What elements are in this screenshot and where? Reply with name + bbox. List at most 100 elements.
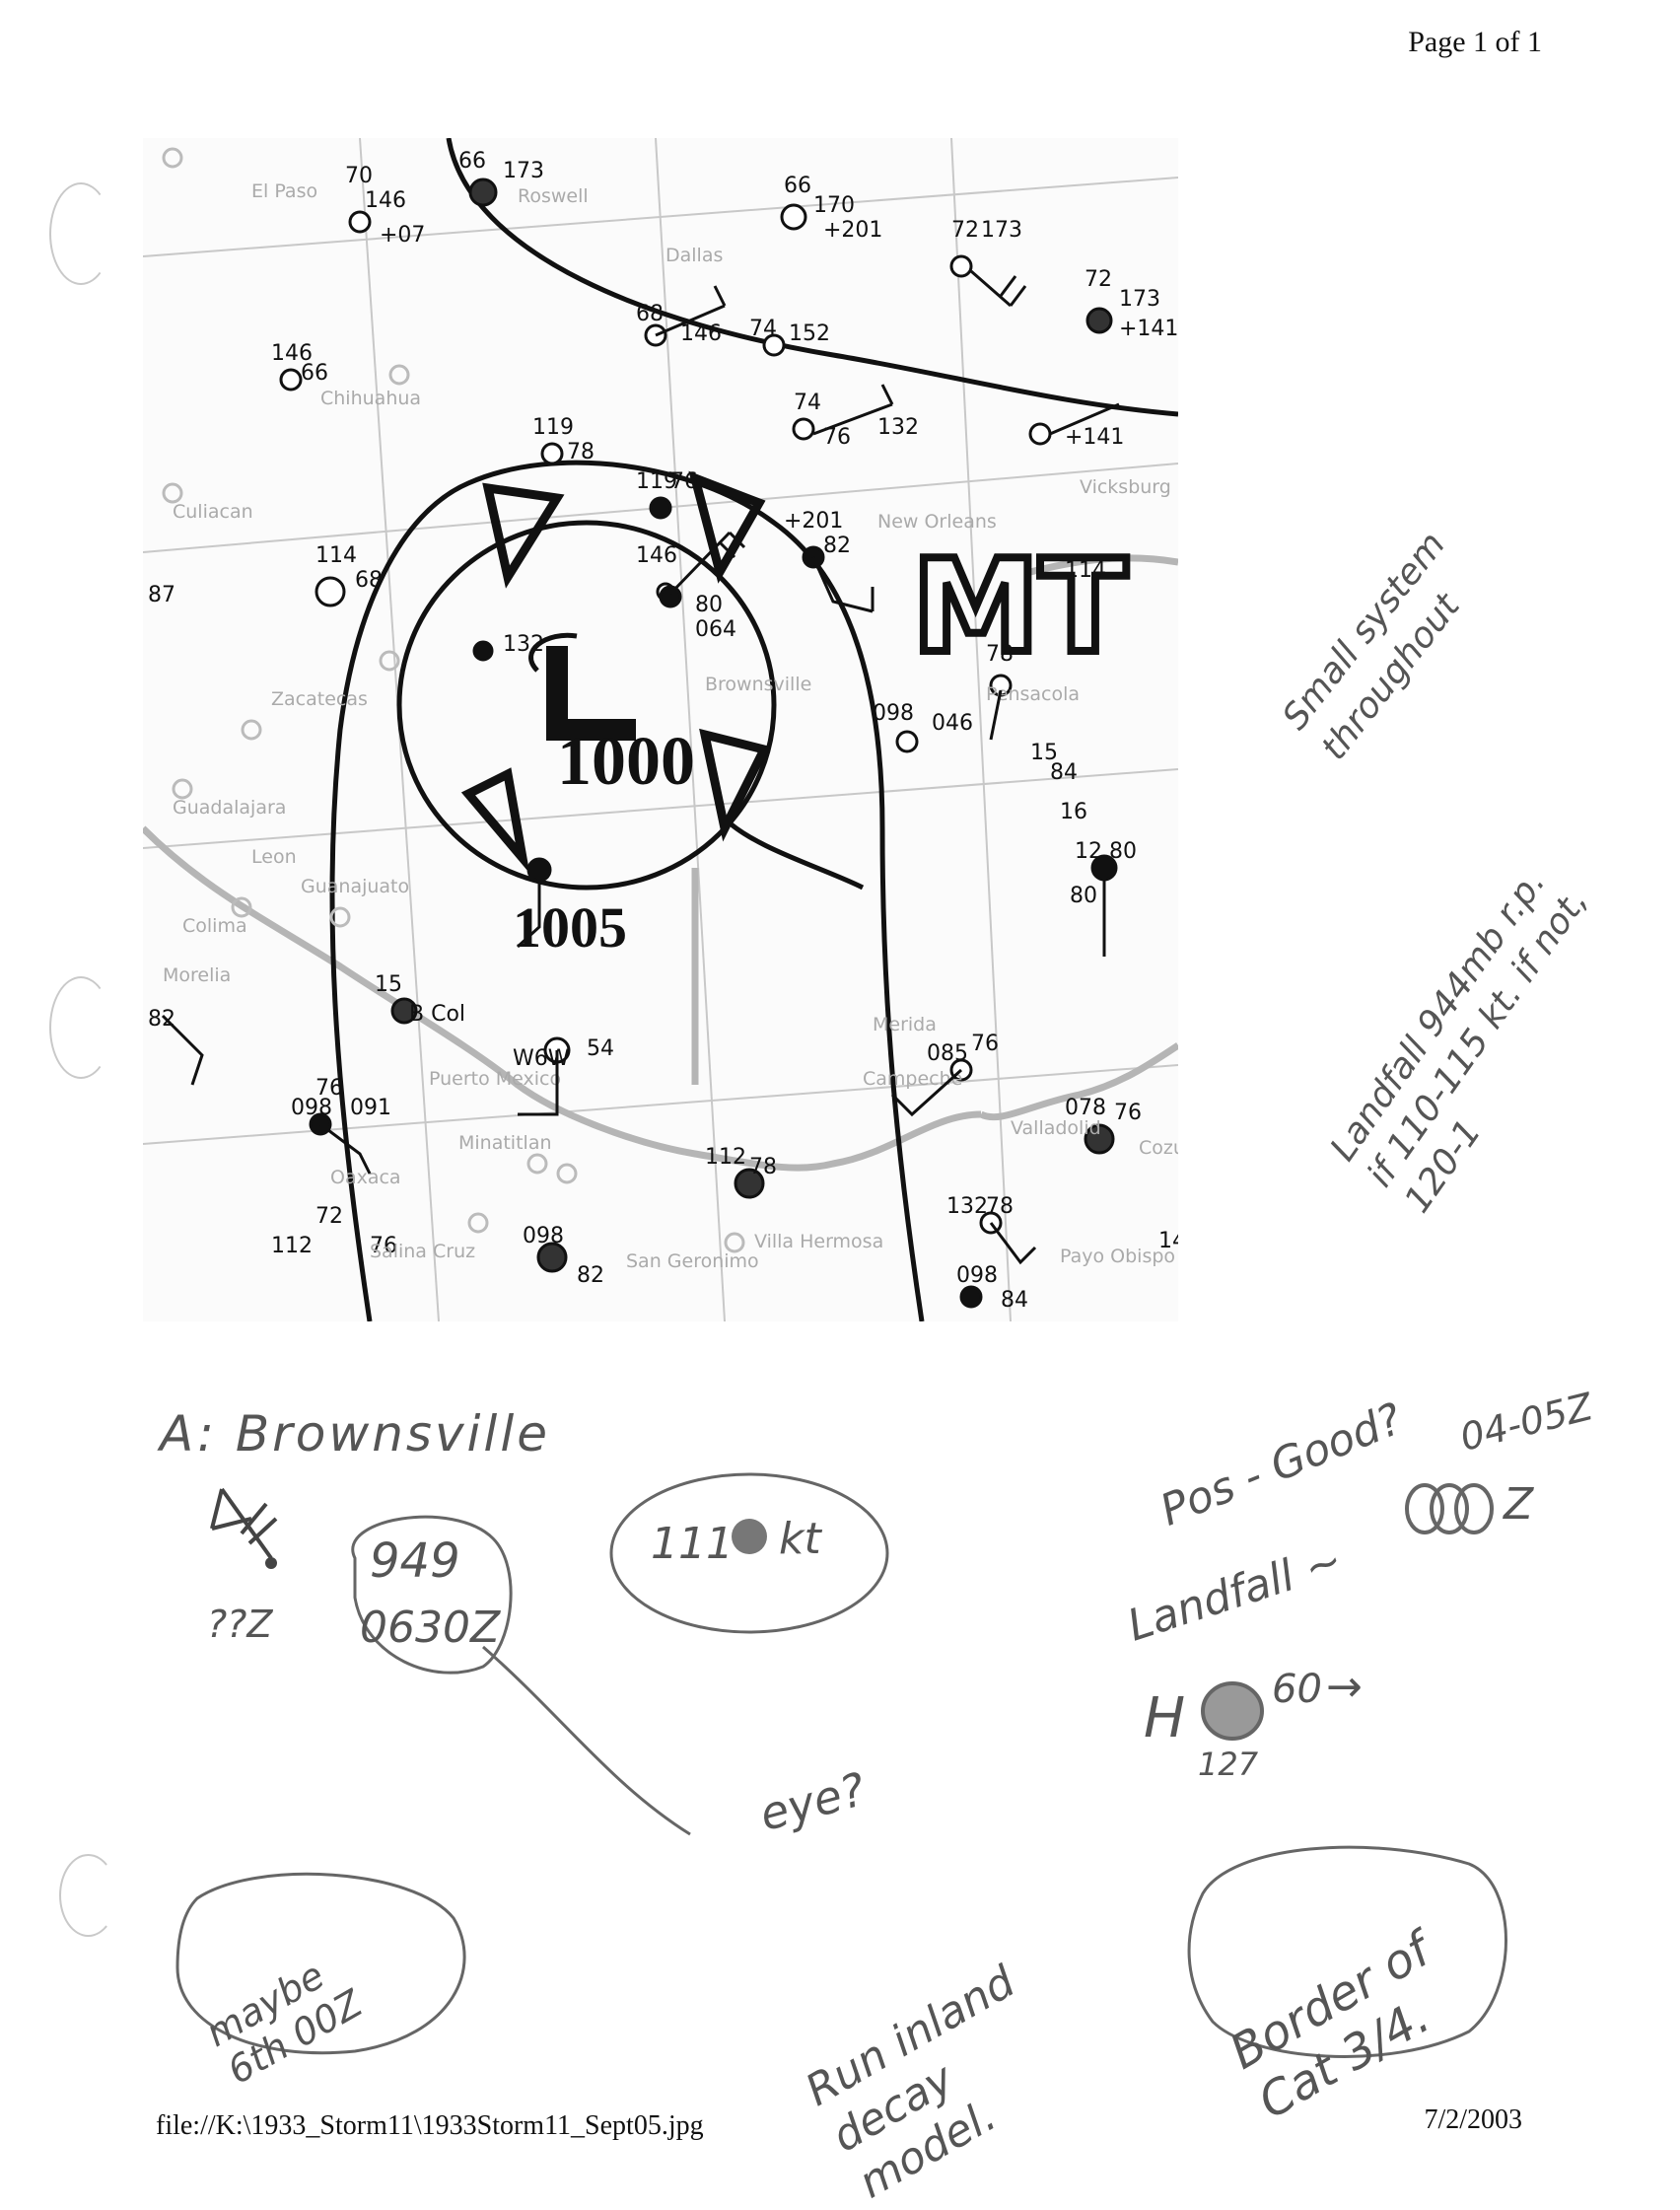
svg-text:+141: +141 bbox=[1065, 425, 1124, 450]
svg-text:80: 80 bbox=[1070, 884, 1097, 908]
low-pressure-center bbox=[528, 632, 636, 741]
note-landfall-unit: Z bbox=[1504, 1479, 1534, 1530]
punch-hole-bottom bbox=[59, 1854, 117, 1937]
note-h-sub: 127 bbox=[1198, 1746, 1259, 1783]
svg-text:70: 70 bbox=[345, 164, 373, 188]
punch-hole-top bbox=[49, 182, 112, 285]
note-brownsville: A: Brownsville bbox=[160, 1405, 550, 1462]
svg-text:78: 78 bbox=[986, 1194, 1014, 1219]
note-h-value: 60 bbox=[1272, 1667, 1322, 1712]
svg-text:Minatitlan: Minatitlan bbox=[458, 1132, 552, 1154]
svg-text:Dallas: Dallas bbox=[665, 245, 723, 266]
scribbled-h-value-icon bbox=[1201, 1681, 1264, 1741]
svg-text:114: 114 bbox=[1065, 558, 1106, 583]
svg-text:68: 68 bbox=[355, 568, 383, 593]
svg-text:87: 87 bbox=[148, 583, 175, 607]
svg-text:Payo Obispo: Payo Obispo bbox=[1060, 1246, 1175, 1267]
note-run-inland: Run inland decay model. bbox=[797, 1956, 1024, 2209]
svg-text:74: 74 bbox=[749, 317, 777, 341]
svg-text:82: 82 bbox=[148, 1007, 175, 1032]
note-landfall-estimate: Landfall 944mb r.p. if 110-115 kt. if no… bbox=[1322, 863, 1596, 1221]
svg-text:Valladolid: Valladolid bbox=[1011, 1117, 1101, 1139]
footer-date: 7/2/2003 bbox=[1424, 2104, 1522, 2135]
city-markers bbox=[162, 147, 745, 1253]
svg-text:Zacatecas: Zacatecas bbox=[271, 688, 368, 710]
svg-text:Leon: Leon bbox=[251, 846, 297, 868]
svg-text:132: 132 bbox=[946, 1194, 988, 1219]
svg-text:15: 15 bbox=[375, 972, 402, 997]
scribbled-out-icon bbox=[1405, 1483, 1494, 1534]
note-pressure-reading: 949 bbox=[370, 1533, 460, 1589]
svg-text:66: 66 bbox=[301, 361, 328, 386]
svg-text:085: 085 bbox=[927, 1041, 968, 1066]
pressure-callout-loop bbox=[351, 1515, 691, 1836]
arrow-icon: → bbox=[1326, 1662, 1363, 1712]
svg-text:Pensacola: Pensacola bbox=[986, 683, 1080, 705]
svg-text:Vicksburg: Vicksburg bbox=[1080, 476, 1171, 498]
svg-text:76: 76 bbox=[370, 1234, 397, 1258]
svg-text:16: 16 bbox=[1060, 800, 1087, 824]
svg-text:Guadalajara: Guadalajara bbox=[173, 797, 286, 819]
svg-text:064: 064 bbox=[695, 617, 736, 642]
svg-text:Colima: Colima bbox=[182, 915, 247, 937]
svg-text:152: 152 bbox=[789, 321, 830, 346]
svg-text:72: 72 bbox=[951, 218, 979, 243]
note-landfall-time: Landfall ~ bbox=[1121, 1534, 1349, 1652]
svg-text:112: 112 bbox=[705, 1145, 746, 1170]
wind-barbs bbox=[161, 269, 1120, 1265]
note-wind-speed: 111 bbox=[651, 1519, 734, 1569]
note-h-label: H bbox=[1144, 1686, 1186, 1750]
svg-text:74: 74 bbox=[794, 391, 821, 415]
svg-text:76: 76 bbox=[315, 1076, 343, 1101]
svg-text:54: 54 bbox=[587, 1036, 614, 1061]
svg-text:Culiacan: Culiacan bbox=[173, 501, 253, 523]
front-triangles bbox=[460, 470, 771, 874]
svg-text:Brownsville: Brownsville bbox=[705, 674, 811, 695]
svg-text:84: 84 bbox=[1001, 1288, 1028, 1313]
svg-text:Puerto Mexico: Puerto Mexico bbox=[429, 1068, 561, 1090]
center-pressure: 1000 bbox=[557, 724, 695, 800]
svg-text:Villa Hermosa: Villa Hermosa bbox=[754, 1231, 883, 1252]
svg-text:119: 119 bbox=[532, 415, 574, 440]
svg-text:78: 78 bbox=[567, 440, 595, 464]
svg-text:+07: +07 bbox=[380, 223, 425, 248]
svg-text:12: 12 bbox=[1075, 839, 1102, 864]
svg-text:+201: +201 bbox=[823, 218, 882, 243]
svg-text:098: 098 bbox=[956, 1263, 998, 1288]
svg-text:173: 173 bbox=[1119, 287, 1160, 312]
svg-text:Salina Cruz: Salina Cruz bbox=[370, 1241, 475, 1262]
svg-text:114: 114 bbox=[315, 543, 357, 568]
svg-text:173: 173 bbox=[981, 218, 1022, 243]
svg-text:84: 84 bbox=[1050, 760, 1078, 785]
svg-text:Chihuahua: Chihuahua bbox=[320, 388, 421, 409]
coastline bbox=[143, 554, 1178, 1172]
svg-text:San Geronimo: San Geronimo bbox=[626, 1250, 759, 1272]
isobars bbox=[329, 138, 1178, 1321]
wind-barb-sketch-icon bbox=[210, 1487, 278, 1569]
svg-text:76: 76 bbox=[971, 1032, 999, 1056]
svg-text:Campeche: Campeche bbox=[863, 1068, 962, 1090]
svg-text:119: 119 bbox=[636, 469, 677, 494]
svg-text:Roswell: Roswell bbox=[518, 185, 589, 207]
svg-text:146: 146 bbox=[365, 188, 406, 213]
svg-text:El Paso: El Paso bbox=[251, 180, 317, 202]
svg-text:W6W: W6W bbox=[513, 1046, 570, 1071]
svg-text:72: 72 bbox=[1085, 267, 1112, 292]
svg-text:66: 66 bbox=[458, 149, 486, 174]
svg-text:146: 146 bbox=[680, 321, 722, 346]
page-label: Page 1 of 1 bbox=[1408, 26, 1542, 58]
svg-text:078: 078 bbox=[1065, 1096, 1106, 1120]
svg-text:Merida: Merida bbox=[873, 1014, 937, 1035]
svg-text:82: 82 bbox=[577, 1263, 604, 1288]
svg-text:Cozumel: Cozumel bbox=[1139, 1137, 1178, 1159]
note-position-time: 04-05Z bbox=[1455, 1385, 1597, 1460]
note-station-time: ??Z bbox=[207, 1603, 273, 1646]
svg-text:173: 173 bbox=[503, 159, 544, 183]
svg-text:146: 146 bbox=[636, 543, 677, 568]
svg-text:170: 170 bbox=[813, 193, 855, 218]
maybe-callout-loop bbox=[175, 1872, 466, 2055]
note-small-system: Small system throughout bbox=[1275, 525, 1468, 768]
